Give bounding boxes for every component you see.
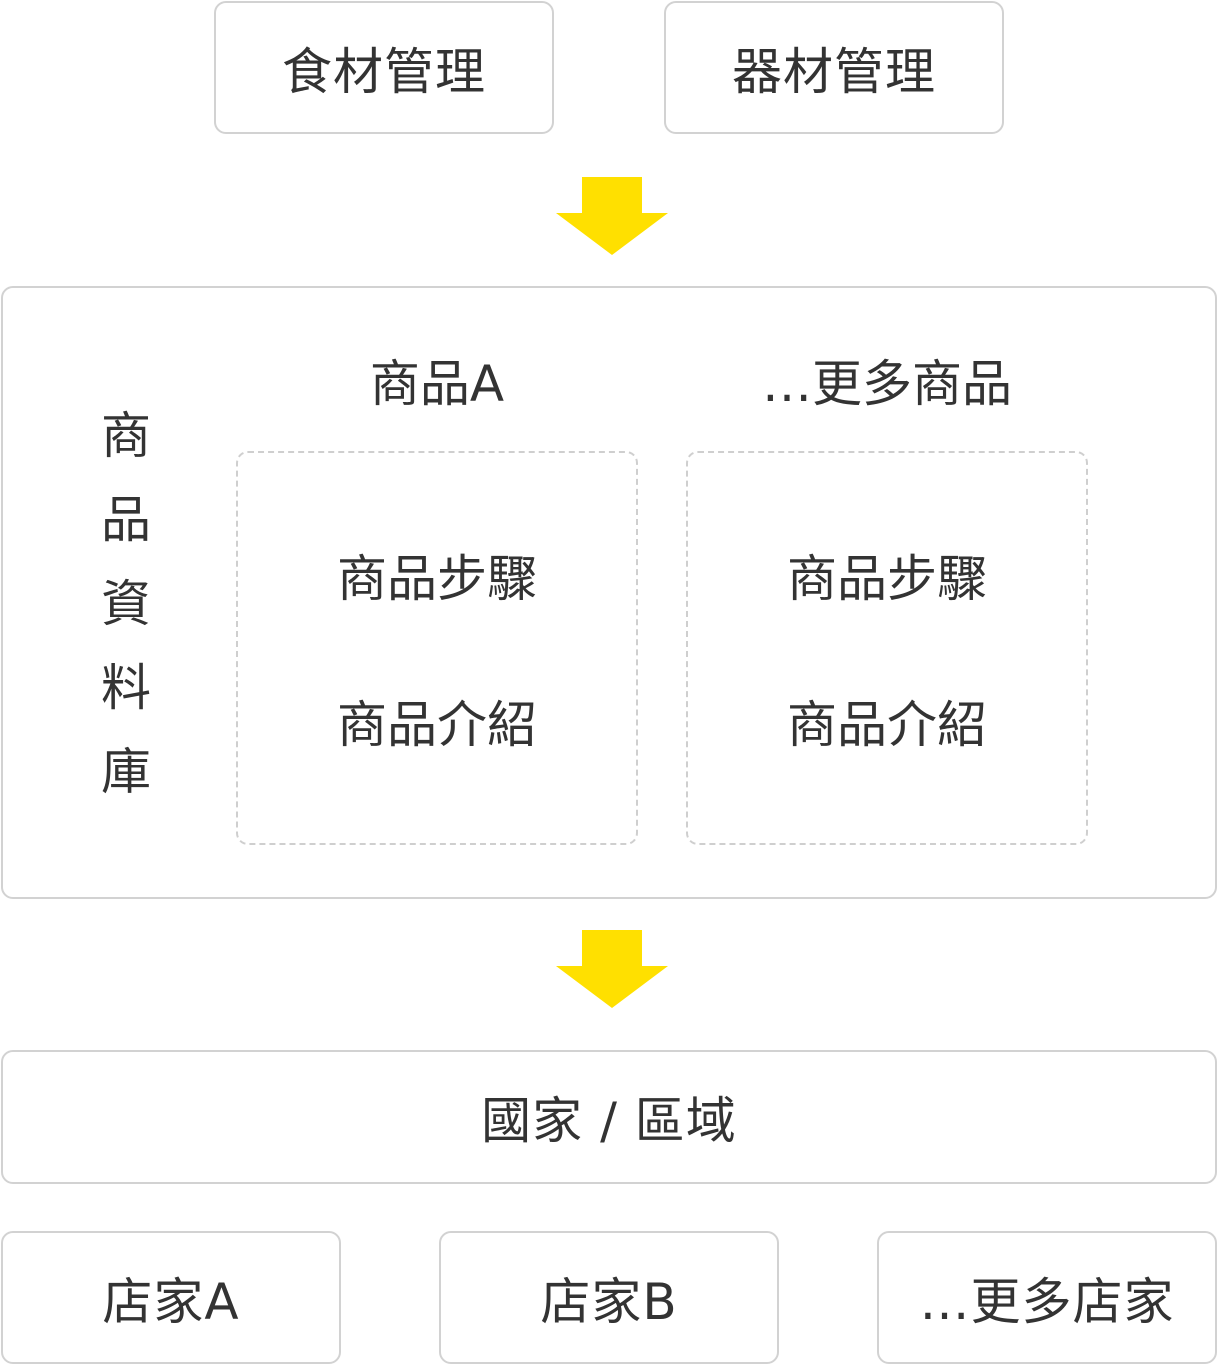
product-a-card: 商品步驟 商品介紹 (236, 451, 638, 845)
product-database-title-char: 資 (101, 575, 151, 633)
product-database-title-char: 商 (101, 407, 151, 465)
product-intro-label: 商品介紹 (787, 696, 987, 754)
more-products-card: 商品步驟 商品介紹 (686, 451, 1088, 845)
store-b-label: 店家B (540, 1272, 678, 1331)
more-stores-label: …更多店家 (919, 1272, 1175, 1331)
store-a-box: 店家A (1, 1231, 341, 1364)
product-steps-label: 商品步驟 (337, 550, 537, 608)
product-database-title-char: 庫 (101, 743, 151, 801)
store-a-label: 店家A (102, 1272, 240, 1331)
product-intro-label: 商品介紹 (337, 696, 537, 754)
country-region-label: 國家 / 區域 (481, 1092, 737, 1150)
equipment-management-box: 器材管理 (664, 1, 1004, 134)
more-stores-box: …更多店家 (877, 1231, 1217, 1364)
ingredients-management-box: 食材管理 (214, 1, 554, 134)
product-database-title: 商 品 資 料 庫 (96, 394, 156, 814)
ingredients-management-label: 食材管理 (282, 42, 486, 101)
equipment-management-label: 器材管理 (732, 42, 936, 101)
down-arrow-icon (556, 177, 668, 255)
product-database-title-char: 料 (101, 659, 151, 717)
product-database-title-char: 品 (101, 491, 151, 549)
store-b-box: 店家B (439, 1231, 779, 1364)
down-arrow-icon (556, 930, 668, 1008)
product-a-heading: 商品A (369, 355, 505, 413)
more-products-heading: …更多商品 (762, 355, 1012, 413)
product-steps-label: 商品步驟 (787, 550, 987, 608)
country-region-box: 國家 / 區域 (1, 1050, 1217, 1184)
